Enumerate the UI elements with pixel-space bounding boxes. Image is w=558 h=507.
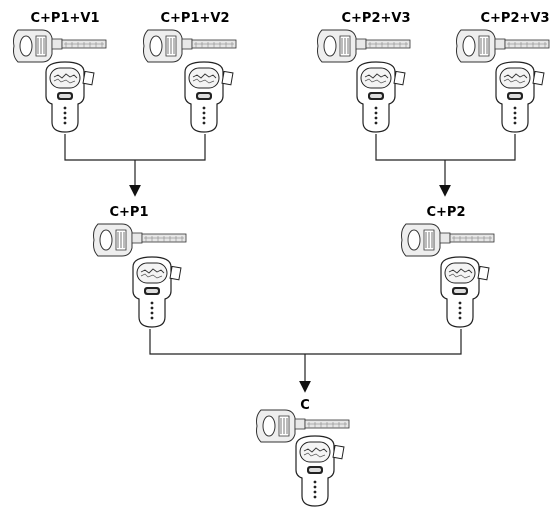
node-cp2: C+P2 [401, 205, 495, 328]
node-label-c: C [300, 398, 310, 413]
lock-cylinder-icon [132, 256, 182, 328]
lock-cylinder-icon [440, 256, 490, 328]
node-label-cp2: C+P2 [426, 205, 465, 220]
node-cp1v1: C+P1+V1 [13, 11, 107, 133]
key-icon [13, 29, 107, 63]
key-icon [93, 223, 187, 257]
connector-cp1-cp2 [149, 329, 462, 355]
node-cp2v3-b: C+P2+V3 [456, 11, 550, 133]
lock-cylinder-icon [295, 435, 345, 507]
lock-cylinder-icon [45, 61, 95, 133]
key-icon [143, 29, 237, 63]
connector-cp2v3 [375, 134, 516, 161]
lock-cylinder-icon [495, 61, 545, 133]
key-icon [456, 29, 550, 63]
node-label-cp2v3-a: C+P2+V3 [341, 11, 410, 26]
lock-cylinder-icon [356, 61, 406, 133]
key-icon [401, 223, 495, 257]
node-c: C [256, 398, 350, 507]
lock-cylinder-icon [184, 61, 234, 133]
node-cp1v2: C+P1+V2 [143, 11, 237, 133]
node-cp2v3-a: C+P2+V3 [317, 11, 411, 133]
connector-cp1v1-cp1v2 [64, 134, 206, 161]
node-label-cp1: C+P1 [109, 205, 148, 220]
node-label-cp2v3-b: C+P2+V3 [480, 11, 549, 26]
node-cp1: C+P1 [93, 205, 187, 328]
node-label-cp1v2: C+P1+V2 [160, 11, 229, 26]
key-icon [317, 29, 411, 63]
node-label-cp1v1: C+P1+V1 [30, 11, 99, 26]
